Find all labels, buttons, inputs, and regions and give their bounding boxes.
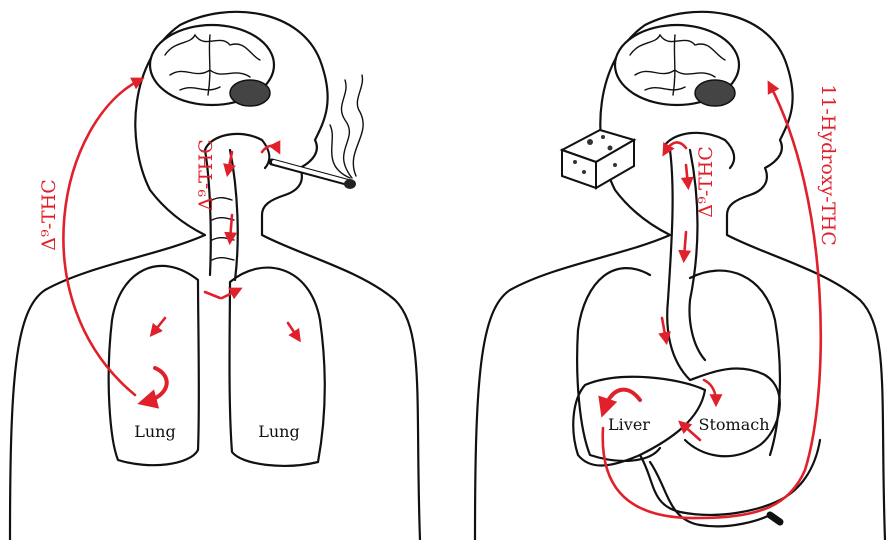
edible-icon xyxy=(562,130,634,188)
left-lung-arrow-right xyxy=(288,323,298,338)
right-esophagus-arrow-top xyxy=(686,165,688,185)
left-bronchi-arrow xyxy=(205,290,238,298)
right-stomach-to-liver-arrow xyxy=(682,424,700,440)
right-mouth-arrow xyxy=(665,142,686,152)
right-metabolite-label: 11-Hydroxy-THC xyxy=(817,84,839,246)
left-thc-label-far: Δ⁹-THC xyxy=(38,179,60,251)
right-esophagus-arrow-mid xyxy=(684,232,686,258)
stomach-label: Stomach xyxy=(699,415,770,434)
stomach-icon xyxy=(685,369,780,457)
left-lung-curl-arrow xyxy=(145,368,167,402)
smoke-icon xyxy=(330,75,363,178)
left-lung-arrow-left xyxy=(153,318,165,333)
left-mouth-arrow xyxy=(262,146,278,152)
left-lung-label-left: Lung xyxy=(134,422,175,441)
left-thc-label-near: Δ⁹-THC xyxy=(195,139,217,211)
liver-label: Liver xyxy=(608,415,650,434)
brain-icon xyxy=(615,25,739,106)
right-esophagus-arrow-low xyxy=(662,318,666,340)
left-brain-loop-arrow xyxy=(63,80,140,395)
brain-icon xyxy=(150,25,274,106)
joint-icon xyxy=(272,162,356,189)
left-lung-label-right: Lung xyxy=(258,422,299,441)
right-thc-label: Δ⁹-THC xyxy=(695,146,717,218)
right-liver-curl-arrow xyxy=(604,390,640,410)
